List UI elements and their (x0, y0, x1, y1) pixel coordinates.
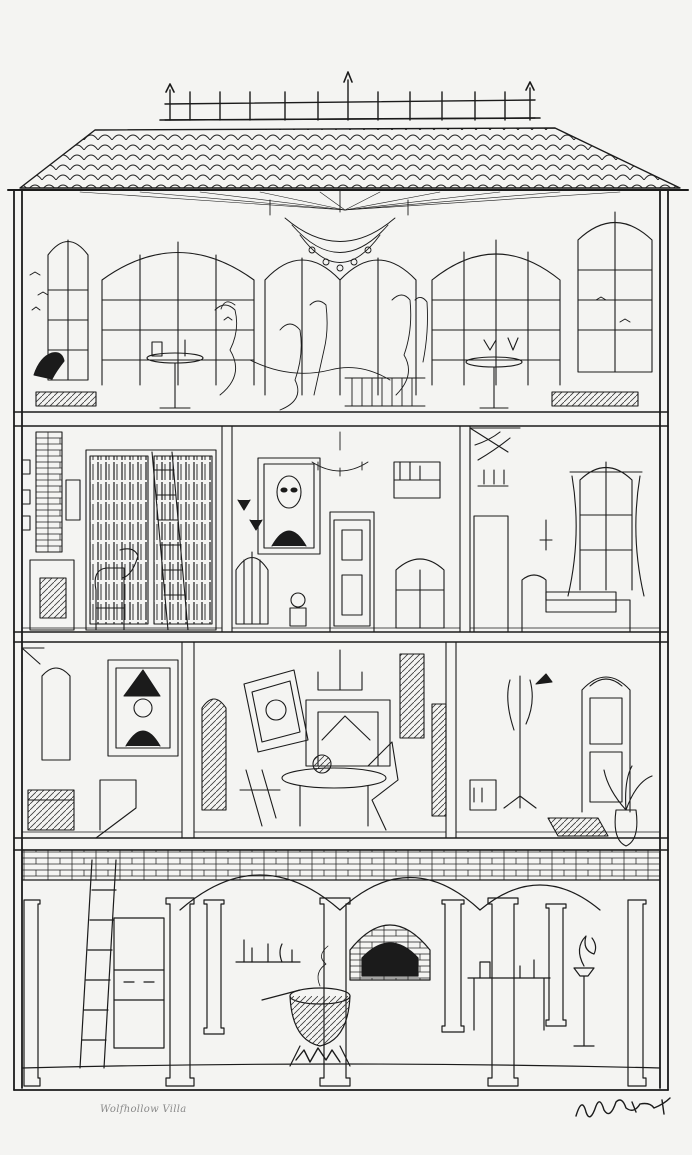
bat-chandelier (311, 431, 369, 477)
potted-plant (603, 765, 653, 847)
doorway-right (431, 703, 447, 817)
cauldron (261, 945, 351, 1067)
attic-room (29, 189, 653, 411)
reading-chair (94, 548, 139, 631)
attic-window-1 (101, 241, 255, 386)
potion-shelf (235, 939, 301, 963)
house-walls (13, 189, 669, 1091)
bedroom-doorway (473, 515, 509, 633)
cellar-columns (23, 897, 647, 1087)
fireplace-small (29, 559, 75, 631)
doormat (547, 817, 609, 837)
library-room (21, 431, 217, 631)
birdcage (235, 551, 269, 625)
entry-hall (469, 673, 653, 847)
wall-frames (21, 459, 81, 531)
rocking-chair (95, 779, 137, 839)
dining-table (281, 754, 387, 827)
beaded-chandelier (269, 189, 409, 272)
ledge-right (551, 391, 639, 407)
witch-portrait (107, 659, 179, 757)
ledge-left (35, 391, 97, 407)
cobweb (469, 427, 521, 471)
hanging-hat (535, 673, 553, 685)
hanging-bats (237, 499, 263, 531)
cellar-ladder (79, 859, 117, 1069)
interior-door (329, 511, 375, 633)
ghost-dancers (214, 294, 428, 411)
cobweb-corner (21, 647, 45, 673)
attic-table-left (146, 339, 204, 409)
tapestry (399, 653, 425, 739)
attic-window-2 (264, 257, 417, 396)
painting-crooked (243, 669, 309, 753)
attic-window-left (47, 239, 89, 381)
hanging-lamps (477, 469, 509, 487)
cellar-cupboard (113, 917, 165, 1049)
balcony-railing (344, 377, 426, 407)
tall-mirror (201, 698, 227, 811)
cellar (21, 849, 661, 1087)
dining-room (201, 649, 447, 831)
teddy-toy (289, 592, 307, 627)
attic-ceiling-rafters (79, 191, 621, 211)
side-shelf (469, 779, 497, 811)
artist-signature (572, 1094, 682, 1122)
small-cabinet (395, 558, 445, 629)
stone-fireplace (305, 699, 391, 767)
attic-table-right (465, 337, 523, 409)
alien-portrait (257, 457, 321, 555)
arched-window-small (41, 667, 71, 761)
candle-chandelier (317, 649, 363, 691)
flying-bats (29, 271, 631, 323)
first-floor (21, 641, 653, 847)
bed (521, 574, 631, 633)
library-ladder (151, 451, 189, 631)
bedroom-window (567, 461, 645, 597)
cellar-table (467, 959, 551, 1031)
roof-railing (164, 71, 536, 121)
attic-window-right (577, 211, 653, 373)
crow (33, 352, 65, 380)
front-door (581, 676, 631, 813)
treasure-chest (27, 789, 75, 831)
coat-rack (503, 675, 537, 809)
witch-room (21, 647, 179, 839)
stone-arches (179, 874, 601, 911)
inverted-cross (539, 519, 553, 551)
overturned-chair (239, 741, 399, 831)
bedroom (469, 427, 645, 633)
cellar-floor (21, 1063, 661, 1069)
room-floors (21, 627, 661, 833)
wall-shelf (393, 461, 441, 499)
second-floor (21, 425, 645, 633)
attic-window-3 (431, 239, 561, 386)
signature-scribble (575, 1097, 671, 1118)
roof (7, 71, 689, 211)
brick-oven (349, 924, 431, 981)
torch-brazier (573, 935, 597, 1047)
artwork-caption: Wolfhollow Villa (100, 1104, 187, 1115)
portrait-room (235, 431, 445, 633)
